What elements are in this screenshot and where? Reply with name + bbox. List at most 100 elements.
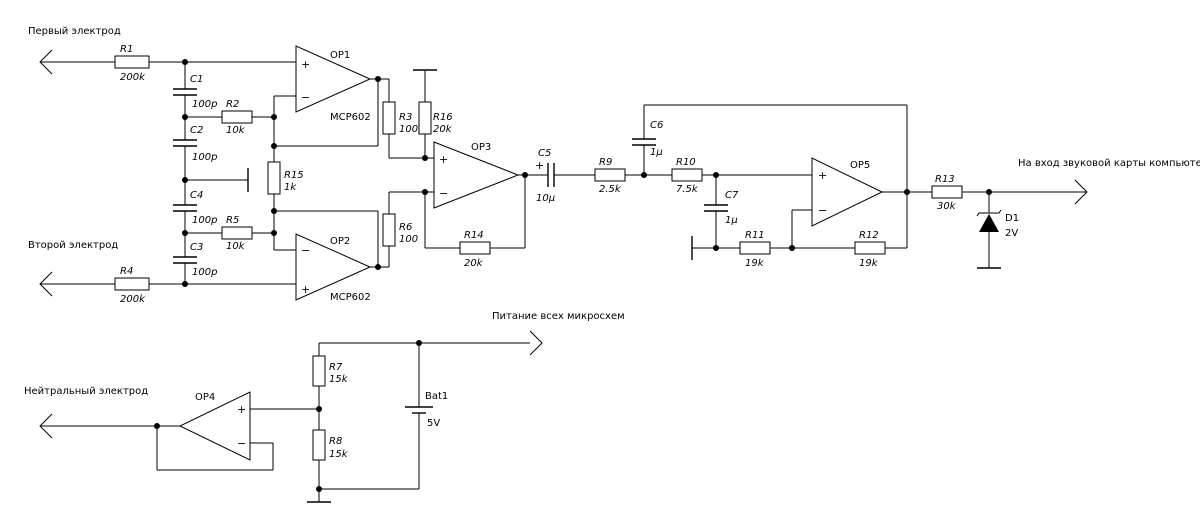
svg-text:R13: R13 [935,174,955,185]
svg-text:20k: 20k [464,258,484,269]
svg-text:C3: C3 [190,242,203,253]
svg-text:1µ: 1µ [725,215,738,226]
capacitor-c2: C2 100p [173,125,217,163]
resistor-r2: R2 10k [221,99,253,136]
svg-text:100p: 100p [192,99,217,110]
capacitor-c4: C4 100p [173,190,217,226]
svg-text:C2: C2 [190,125,203,136]
svg-text:100: 100 [399,124,418,135]
battery-bat1: Bat1 5V [405,343,448,489]
capacitor-c1: C1 100p [173,74,217,110]
resistor-r3: R3 100 [382,101,418,135]
power-terminal: Питание всех микросхем [492,311,625,356]
svg-text:−: − [818,204,827,217]
svg-text:R12: R12 [859,230,879,241]
opamp-op2: − + OP2 MCP602 [295,233,372,303]
svg-text:R10: R10 [676,157,696,168]
svg-text:100p: 100p [192,267,217,278]
svg-text:200k: 200k [120,294,146,305]
op4-label: OP4 [195,392,215,403]
svg-text:10k: 10k [226,125,246,136]
svg-text:R3: R3 [399,112,412,123]
svg-text:30k: 30k [937,201,957,212]
resistor-r13: R13 30k [931,174,963,212]
svg-text:D1: D1 [1005,213,1019,224]
svg-text:−: − [237,437,246,450]
svg-text:5V: 5V [427,418,440,429]
output-label: На вход звуковой карты компьютера [1018,158,1200,169]
svg-text:10µ: 10µ [536,193,555,204]
op1-label: OP1 [330,50,350,61]
svg-text:10k: 10k [226,241,246,252]
input-2-label: Второй электрод [28,240,118,251]
svg-text:R16: R16 [433,112,453,123]
svg-text:19k: 19k [745,258,765,269]
svg-text:2V: 2V [1005,228,1018,239]
svg-text:−: − [439,187,448,200]
svg-text:+: + [237,403,246,416]
op3-label: OP3 [471,142,491,153]
svg-text:1k: 1k [284,182,297,193]
r1-value: 200k [120,72,146,83]
svg-text:100p: 100p [192,215,217,226]
svg-text:C6: C6 [650,120,663,131]
op5-label: OP5 [850,160,870,171]
svg-text:R9: R9 [599,157,612,168]
op2-chip: MCP602 [330,292,371,303]
svg-text:R15: R15 [284,170,304,181]
svg-text:R14: R14 [464,230,484,241]
resistor-r5: R5 10k [221,215,253,252]
resistor-r10: R10 7.5k [671,157,703,195]
resistor-r14: R14 20k [459,230,491,269]
svg-text:R5: R5 [226,215,239,226]
svg-text:C4: C4 [190,190,203,201]
svg-text:R2: R2 [226,99,239,110]
svg-text:15k: 15k [329,374,349,385]
input-2-terminal: Второй электрод [28,240,118,297]
svg-text:−: − [301,244,310,257]
zener-diode-d1: D1 2V [976,192,1019,269]
neutral-label: Нейтральный электрод [24,386,148,397]
svg-text:+: + [439,153,448,166]
resistor-r8: R8 15k [312,429,349,461]
svg-text:100: 100 [399,234,418,245]
resistor-r16: R16 20k [418,101,453,135]
svg-text:2.5k: 2.5k [599,184,622,195]
svg-text:C7: C7 [725,190,739,201]
opamp-op3: + − OP3 [433,141,520,209]
neutral-terminal: Нейтральный электрод [24,386,148,439]
svg-text:R4: R4 [120,266,133,277]
svg-text:R6: R6 [399,222,412,233]
svg-text:+: + [301,58,310,71]
svg-text:+: + [301,283,310,296]
resistor-r12: R12 19k [854,230,886,269]
svg-text:C5: C5 [538,148,551,159]
svg-text:+: + [535,159,544,172]
svg-text:−: − [301,91,310,104]
svg-text:C1: C1 [190,74,203,85]
svg-text:100p: 100p [192,152,217,163]
svg-text:19k: 19k [859,258,879,269]
capacitor-c3: C3 100p [173,242,217,278]
resistor-r1: R1 200k [114,44,150,83]
svg-text:R11: R11 [745,230,765,241]
resistor-r4: R4 200k [114,266,150,305]
power-label: Питание всех микросхем [492,311,625,322]
r1-ref: R1 [120,44,133,55]
output-terminal: На вход звуковой карты компьютера [1018,158,1200,205]
opamp-op5: + − OP5 [811,157,884,227]
svg-text:R7: R7 [329,362,343,373]
resistor-r6: R6 100 [382,213,418,247]
input-1-terminal: Первый электрод [28,26,121,75]
svg-text:Bat1: Bat1 [425,391,448,402]
capacitor-c5: + C5 10µ [535,148,555,204]
resistor-r15: R15 1k [267,161,304,195]
capacitor-c7: C7 1µ [704,190,739,226]
svg-text:7.5k: 7.5k [676,184,699,195]
capacitor-c6: C6 1µ [632,120,663,158]
input-1-label: Первый электрод [28,26,121,37]
opamp-op1: + − OP1 MCP602 [295,45,372,123]
svg-text:15k: 15k [329,449,349,460]
svg-text:+: + [818,169,827,182]
